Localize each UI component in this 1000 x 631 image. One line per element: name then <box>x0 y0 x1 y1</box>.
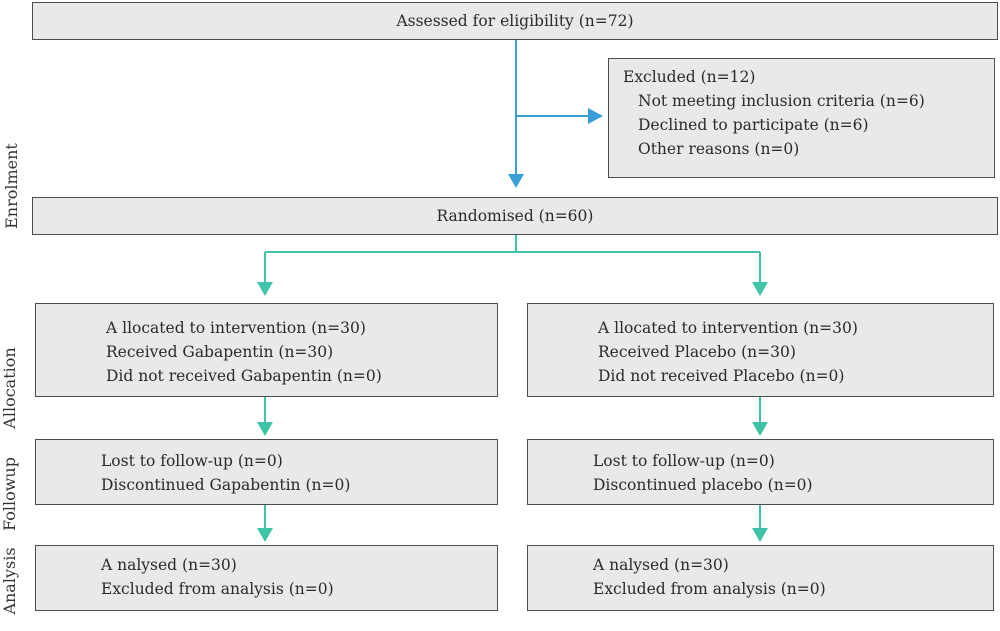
randomised-arrowhead <box>508 174 524 188</box>
left-followup-arrowhead <box>257 422 273 436</box>
right-analysis-arrowhead <box>752 528 768 542</box>
stage-label-followup: Followup <box>0 457 19 531</box>
excluded-reason: Other reasons (n=0) <box>638 140 800 158</box>
analysis-line: A nalysed (n=30) <box>101 556 237 574</box>
analysis-line: Excluded from analysis (n=0) <box>101 580 334 598</box>
followup-box-gabapentin: Lost to follow-up (n=0) Discontinued Gap… <box>35 439 498 505</box>
right-followup-arrowhead <box>752 422 768 436</box>
analysis-box-placebo: A nalysed (n=30) Excluded from analysis … <box>527 545 994 611</box>
followup-box-placebo: Lost to follow-up (n=0) Discontinued pla… <box>527 439 994 505</box>
stage-label-allocation: Allocation <box>0 347 19 429</box>
stage-label-enrolment: Enrolment <box>2 143 21 229</box>
allocation-line: Did not received Placebo (n=0) <box>598 367 845 385</box>
followup-line: Lost to follow-up (n=0) <box>593 452 775 470</box>
assessed-text: Assessed for eligibility (n=72) <box>396 12 634 30</box>
excluded-reason: Not meeting inclusion criteria (n=6) <box>638 92 925 110</box>
allocation-line: A llocated to intervention (n=30) <box>106 319 366 337</box>
allocation-line: Received Placebo (n=30) <box>598 343 796 361</box>
analysis-box-gabapentin: A nalysed (n=30) Excluded from analysis … <box>35 545 498 611</box>
allocation-line: A llocated to intervention (n=30) <box>598 319 858 337</box>
excluded-box: Excluded (n=12) Not meeting inclusion cr… <box>608 58 995 178</box>
allocation-box-gabapentin: A llocated to intervention (n=30) Receiv… <box>35 303 498 397</box>
followup-line: Discontinued placebo (n=0) <box>593 476 813 494</box>
followup-line: Discontinued Gapabentin (n=0) <box>101 476 351 494</box>
analysis-line: Excluded from analysis (n=0) <box>593 580 826 598</box>
assessed-box: Assessed for eligibility (n=72) <box>32 2 998 40</box>
excluded-reason: Declined to participate (n=6) <box>638 116 869 134</box>
allocation-line: Received Gabapentin (n=30) <box>106 343 334 361</box>
left-allocation-arrowhead <box>257 282 273 296</box>
stage-label-analysis: Analysis <box>0 547 19 615</box>
analysis-line: A nalysed (n=30) <box>593 556 729 574</box>
excluded-arrowhead <box>588 108 603 124</box>
allocation-box-placebo: A llocated to intervention (n=30) Receiv… <box>527 303 994 397</box>
followup-line: Lost to follow-up (n=0) <box>101 452 283 470</box>
right-allocation-arrowhead <box>752 282 768 296</box>
randomised-box: Randomised (n=60) <box>32 197 998 235</box>
left-analysis-arrowhead <box>257 528 273 542</box>
randomised-text: Randomised (n=60) <box>436 207 594 225</box>
excluded-title: Excluded (n=12) <box>623 68 756 86</box>
allocation-line: Did not received Gabapentin (n=0) <box>106 367 382 385</box>
